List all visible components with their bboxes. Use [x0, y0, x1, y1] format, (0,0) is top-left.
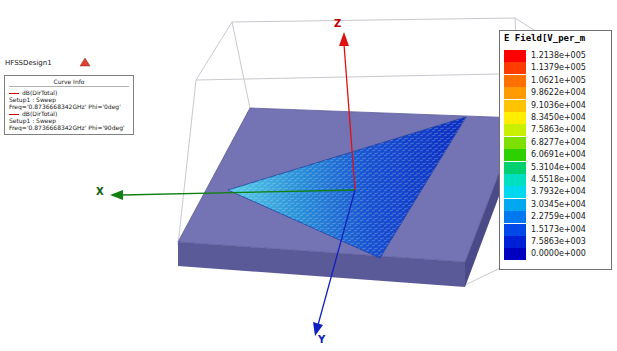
legend-value: 9.8622e+004 [531, 87, 586, 99]
curve-info-line: dB(DirTotal) [9, 89, 129, 96]
legend-swatch [504, 75, 526, 87]
panel-title: Curve Info [54, 78, 85, 85]
legend-value: 5.3104e+004 [531, 162, 586, 174]
legend-value: 7.5863e+003 [531, 236, 586, 248]
patch-e-field [228, 117, 466, 258]
legend-value: 1.5173e+004 [531, 224, 586, 236]
legend-swatch [504, 199, 526, 211]
axis-label: Z [334, 18, 341, 29]
legend-swatch [504, 224, 526, 236]
legend-value: 3.0345e+004 [531, 199, 586, 211]
legend-swatch [504, 137, 526, 149]
legend-value: 1.1379e+005 [531, 62, 586, 74]
legend-value: 9.1036e+004 [531, 100, 586, 112]
legend-swatch [504, 162, 526, 174]
curve-info-text: Freq='0.8736668342GHz' Phi='0deg' [9, 103, 121, 110]
curve-info-box: Curve InfodB(DirTotal)Setup1 : SweepFreq… [4, 75, 134, 135]
design-name: HFSSDesign1 [5, 59, 52, 67]
legend-value: 7.5863e+004 [531, 124, 586, 136]
curve-info-text: Freq='0.8736668342GHz' Phi='90deg' [9, 124, 125, 131]
legend-swatch [504, 112, 526, 124]
curve-info-line: Freq='0.8736668342GHz' Phi='90deg' [9, 124, 129, 131]
coordinate-axes [110, 32, 355, 336]
legend-swatch [504, 87, 526, 99]
legend-title: E Field[V_per_m [504, 33, 585, 43]
legend-swatch [504, 174, 526, 186]
panel-heading: Curve Info [9, 78, 129, 87]
curve-info-line: Setup1 : Sweep [9, 117, 129, 124]
legend-value: 1.0621e+005 [531, 75, 586, 87]
legend-swatch [504, 50, 526, 62]
legend-value: 6.0691e+004 [531, 149, 586, 161]
legend-value: 2.2759e+004 [531, 211, 586, 223]
legend-swatch [504, 211, 526, 223]
curve-info-line: Freq='0.8736668342GHz' Phi='0deg' [9, 103, 129, 110]
legend-value: 6.8277e+004 [531, 137, 586, 149]
curve-info-text: Setup1 : Sweep [9, 96, 56, 103]
curve-info-text: dB(DirTotal) [22, 110, 57, 117]
legend-swatch [504, 186, 526, 198]
legend-value: 8.3450e+004 [531, 112, 586, 124]
axis-label: X [96, 186, 104, 197]
legend-value: 4.5518e+004 [531, 174, 586, 186]
legend-value: 3.7932e+004 [531, 186, 586, 198]
curve-info-text: Setup1 : Sweep [9, 117, 56, 124]
legend-swatch [504, 100, 526, 112]
legend-value: 1.2138e+005 [531, 50, 586, 62]
legend-value: 0.0000e+000 [531, 248, 586, 260]
legend-swatch [504, 248, 526, 260]
curve-info-text: dB(DirTotal) [22, 89, 57, 96]
substrate [178, 108, 520, 287]
legend-swatch [504, 124, 526, 136]
air-box-wireframe [178, 18, 600, 285]
legend-swatch [504, 62, 526, 74]
hfss-logo [80, 58, 90, 66]
legend-swatch [504, 236, 526, 248]
curve-info-line: dB(DirTotal) [9, 110, 129, 117]
axis-label: Y [318, 334, 325, 345]
legend-swatch [504, 149, 526, 161]
trace-sample [9, 93, 19, 94]
curve-info-line: Setup1 : Sweep [9, 96, 129, 103]
trace-sample [9, 114, 19, 115]
